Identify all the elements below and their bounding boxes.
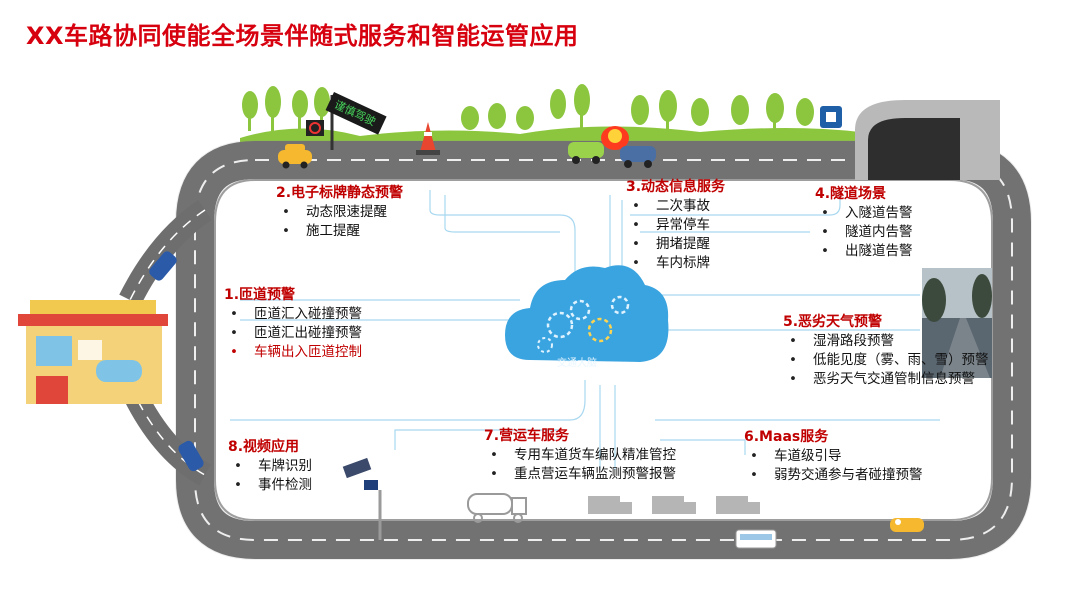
service-heading: 8.视频应用 (228, 439, 300, 455)
service-item: 施工提醒 (276, 222, 403, 241)
blue-car-icon (149, 251, 204, 472)
service-heading: 4.隧道场景 (815, 186, 887, 202)
service-item: 恶劣天气交通管制信息预警 (783, 370, 989, 389)
tree-icons (242, 84, 814, 132)
service-block-weather: 5.恶劣天气预警 湿滑路段预警 低能见度（雾、雨、雪）预警 恶劣天气交通管制信息… (783, 313, 989, 389)
service-heading: 6.Maas服务 (744, 429, 829, 445)
traffic-brain-cloud-icon (505, 265, 669, 362)
service-block-e-sign: 2.电子标牌静态预警 动态限速提醒 施工提醒 (276, 184, 403, 241)
service-item: 湿滑路段预警 (783, 332, 989, 351)
service-item: 匝道汇出碰撞预警 (224, 324, 362, 343)
service-item: 车辆出入匝道控制 (224, 343, 362, 362)
tunnel-icon (820, 100, 1000, 180)
service-block-maas: 6.Maas服务 车道级引导 弱势交通参与者碰撞预警 (744, 428, 923, 485)
tanker-truck-icon (467, 493, 527, 523)
service-item: 事件检测 (228, 476, 312, 495)
service-heading: 2.电子标牌静态预警 (276, 185, 404, 201)
service-item: 拥堵提醒 (626, 235, 725, 254)
service-item: 重点营运车辆监测预警报警 (484, 465, 676, 484)
service-heading: 1.匝道预警 (224, 287, 296, 303)
service-item: 二次事故 (626, 197, 725, 216)
service-station-icon (18, 300, 168, 404)
service-item: 车内标牌 (626, 254, 725, 273)
page-title: XX车路协同使能全场景伴随式服务和智能运管应用 (26, 22, 579, 50)
service-heading: 7.营运车服务 (484, 428, 570, 444)
service-heading: 3.动态信息服务 (626, 179, 726, 195)
service-block-video: 8.视频应用 车牌识别 事件检测 (228, 438, 312, 495)
service-item: 入隧道告警 (815, 204, 913, 223)
service-item: 出隧道告警 (815, 242, 913, 261)
service-item: 低能见度（雾、雨、雪）预警 (783, 351, 989, 370)
truck-platoon-icons (588, 496, 760, 514)
service-item: 弱势交通参与者碰撞预警 (744, 466, 923, 485)
service-item: 隧道内告警 (815, 223, 913, 242)
camera-pole-icon (342, 457, 382, 540)
service-item: 匝道汇入碰撞预警 (224, 305, 362, 324)
accident-icon (568, 126, 656, 168)
service-block-ramp: 1.匝道预警 匝道汇入碰撞预警 匝道汇出碰撞预警 车辆出入匝道控制 (224, 286, 362, 362)
service-item: 动态限速提醒 (276, 203, 403, 222)
service-item: 专用车道货车编队精准管控 (484, 446, 676, 465)
service-block-dynamic-info: 3.动态信息服务 二次事故 异常停车 拥堵提醒 车内标牌 (626, 178, 725, 273)
service-item: 车道级引导 (744, 447, 923, 466)
service-block-tunnel: 4.隧道场景 入隧道告警 隧道内告警 出隧道告警 (815, 185, 913, 261)
service-heading: 5.恶劣天气预警 (783, 314, 883, 330)
orange-car-icon (890, 518, 924, 532)
hub-label: 交通大脑 (557, 358, 597, 369)
traffic-cone-icon (416, 122, 440, 155)
service-item: 车牌识别 (228, 457, 312, 476)
service-block-operating-vehicles: 7.营运车服务 专用车道货车编队精准管控 重点营运车辆监测预警报警 (484, 427, 676, 484)
service-item: 异常停车 (626, 216, 725, 235)
taxi-car-icon (278, 144, 312, 169)
bus-icon (735, 529, 777, 549)
